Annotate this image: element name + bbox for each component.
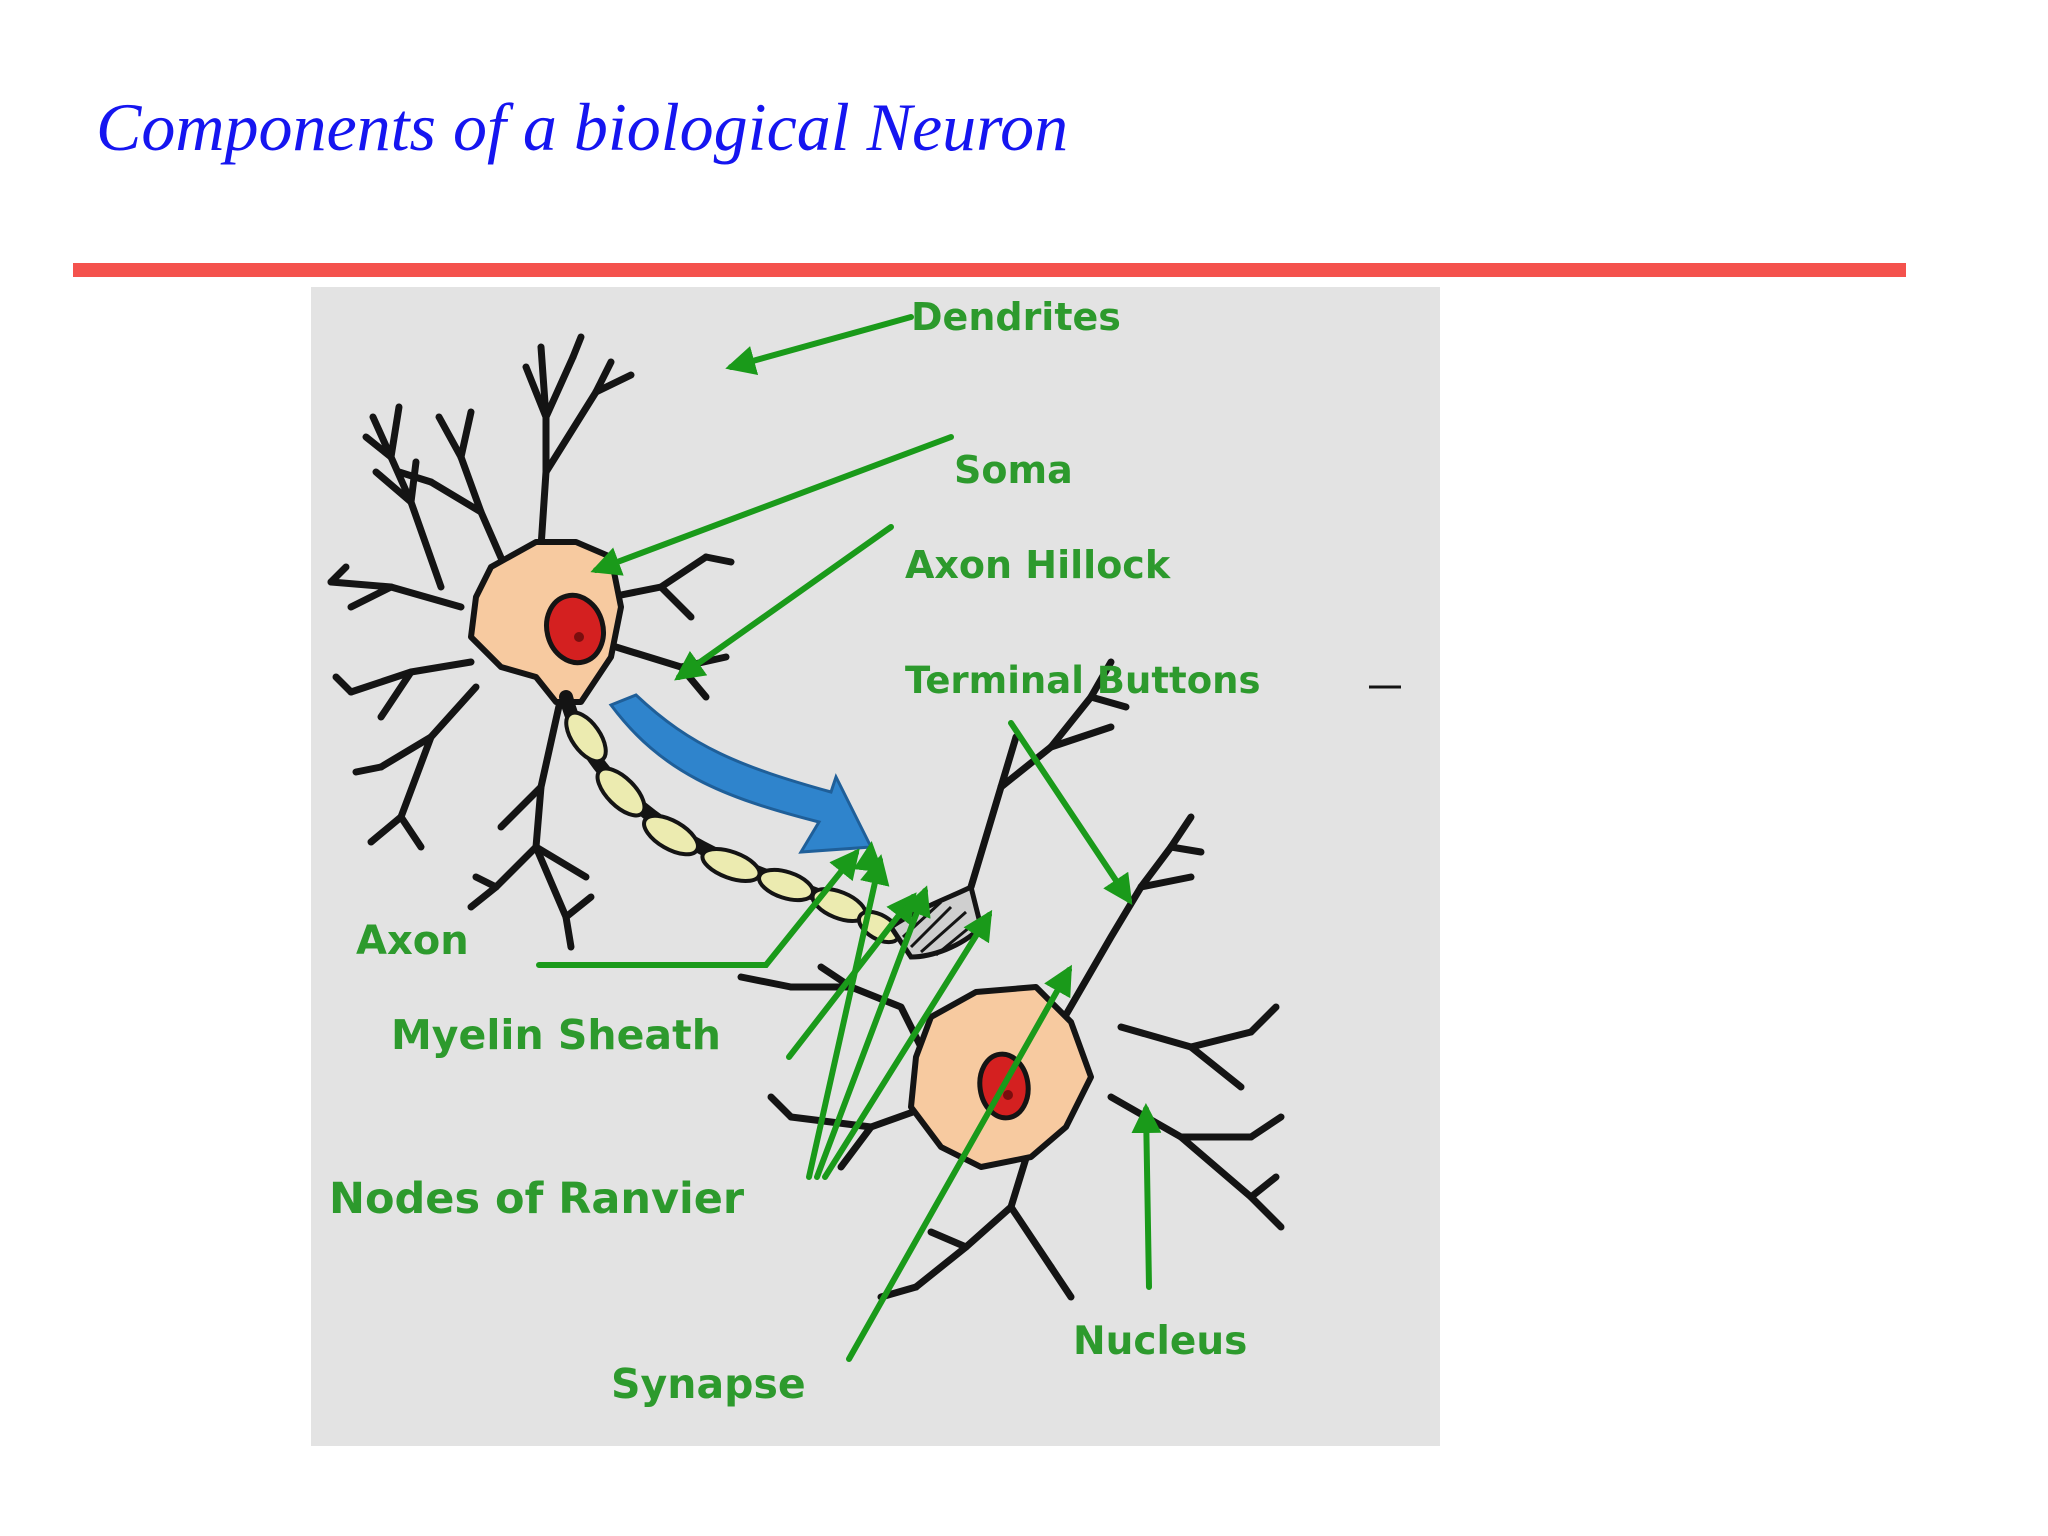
label-nodes-of-ranvier: Nodes of Ranvier [329,1174,745,1224]
label-dendrites: Dendrites [911,295,1121,339]
label-arrows [590,314,1162,1362]
label-terminal-buttons: Terminal Buttons [905,659,1260,702]
nodes-arrow-1 [806,854,890,1180]
nucleus-1 [544,592,606,666]
neuron-1-dendrites [327,333,735,951]
soma-arrow [590,434,954,576]
slide-title: Components of a biological Neuron [96,89,1069,165]
neuron-2-dendrites [737,658,1285,1301]
label-myelin-sheath: Myelin Sheath [391,1011,721,1059]
dendrites-arrow [725,314,914,376]
nodes-arrow-3 [822,909,993,1180]
neuron-diagram: Dendrites Soma Axon Hillock Terminal But… [311,287,1440,1446]
label-synapse: Synapse [611,1360,806,1408]
label-soma: Soma [954,448,1073,492]
nodes-arrow-2 [814,885,931,1180]
axon-leader-line [536,848,860,968]
label-nucleus: Nucleus [1073,1319,1247,1364]
title-divider [73,263,1906,277]
label-axon: Axon [356,918,469,964]
synapse-arrow [846,964,1072,1362]
terminal-buttons-arrow [1008,720,1133,905]
label-axon-hillock: Axon Hillock [905,543,1171,587]
nucleus-arrow [1131,1103,1162,1290]
axon-hillock-arrow [674,524,894,681]
